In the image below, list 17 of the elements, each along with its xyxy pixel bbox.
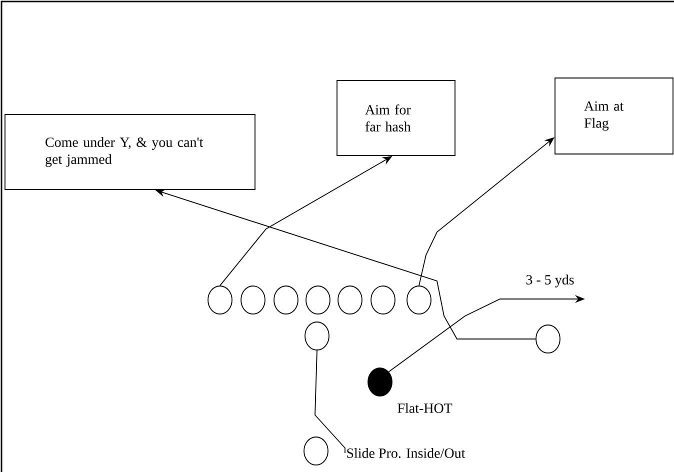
player-label: Flat-HOT	[398, 403, 452, 413]
player-circle	[306, 286, 330, 314]
note-box: Aim for far hash	[336, 80, 456, 156]
player-circle	[304, 436, 328, 466]
note-box: Aim at Flag	[554, 78, 674, 154]
player-circle	[304, 322, 330, 350]
note-box: Come under Y, & you can't get jammed	[4, 114, 256, 190]
player-circle	[338, 286, 362, 314]
edge-label: 3 - 5 yds	[524, 274, 576, 288]
player-circle	[208, 286, 232, 314]
player-circle	[536, 324, 560, 354]
player-circle	[274, 286, 298, 314]
player-circle	[406, 286, 432, 314]
assignment-text: Slide Pro. Inside/Out	[347, 448, 466, 458]
player-circle	[240, 286, 266, 314]
filled-player-circle	[368, 368, 392, 396]
player-circle	[370, 286, 396, 314]
